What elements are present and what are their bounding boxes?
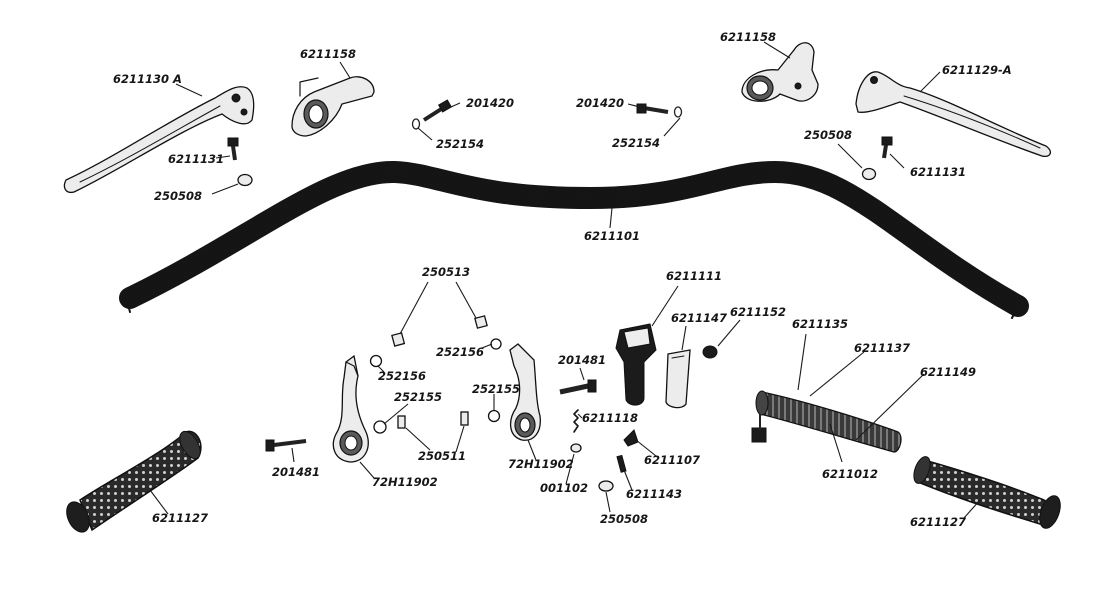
label-lever-right: 6211129-A — [942, 63, 1012, 77]
label-grip-sleeve: 6211012 — [822, 467, 878, 481]
washer-a — [369, 354, 383, 368]
right-bracket — [509, 343, 541, 441]
washer-left-top — [411, 118, 421, 130]
label-grip-right: 6211127 — [910, 515, 966, 529]
nut-pair-left — [391, 332, 406, 347]
nut-pair-right — [474, 315, 488, 329]
right-lever — [855, 71, 1051, 158]
label-throttle-body: 6211111 — [666, 269, 722, 283]
cap — [702, 345, 718, 359]
label-bushing: 250511 — [418, 449, 466, 463]
label-clamp-right: 6211158 — [720, 30, 776, 44]
label-washer-left-top: 252154 — [436, 137, 484, 151]
bolt-left-top — [422, 99, 453, 122]
bolt-lower-left — [265, 439, 307, 452]
label-bolt-left-top: 201420 — [466, 96, 514, 110]
screw-left — [227, 137, 239, 161]
throttle-body — [615, 323, 657, 406]
label-grip-left: 6211127 — [152, 511, 208, 525]
right-clamp — [741, 42, 819, 102]
label-spring: 6211118 — [582, 411, 638, 425]
screw-small — [570, 443, 582, 453]
label-cap: 6211152 — [730, 305, 786, 319]
spring — [573, 409, 579, 433]
label-nut-pair: 250513 — [422, 265, 470, 279]
left-grip — [66, 430, 202, 533]
washer-c — [373, 420, 387, 434]
label-small-part: 6211107 — [644, 453, 700, 467]
handlebar — [119, 160, 1029, 319]
right-grip — [913, 456, 1061, 529]
leader-lines — [149, 41, 981, 519]
label-bolt-lower-mid: 201481 — [558, 353, 606, 367]
pin — [616, 454, 627, 473]
nut-bottom — [598, 480, 614, 492]
label-pin: 6211143 — [626, 487, 682, 501]
label-nut-left: 250508 — [154, 189, 202, 203]
label-cable-c: 6211149 — [920, 365, 976, 379]
label-screw-right: 6211131 — [910, 165, 966, 179]
nut-left — [237, 173, 253, 187]
label-bolt-mid-top: 201420 — [576, 96, 624, 110]
bushing-left — [397, 415, 406, 429]
label-throttle-part: 6211147 — [671, 311, 727, 325]
label-nut-bottom: 250508 — [600, 512, 648, 526]
bushing-right — [460, 411, 469, 426]
label-bolt-lower-left: 201481 — [272, 465, 320, 479]
left-clamp — [291, 76, 375, 137]
grip-sleeve — [751, 390, 902, 453]
label-handlebar: 6211101 — [584, 229, 640, 243]
throttle-part — [665, 349, 691, 409]
left-lever — [63, 86, 255, 194]
bolt-mid-top — [636, 103, 669, 114]
label-washer-d: 252155 — [472, 382, 520, 396]
left-bracket — [332, 354, 369, 463]
washer-d — [487, 409, 501, 423]
label-cable-a: 6211135 — [792, 317, 848, 331]
bolt-lower-mid — [559, 379, 597, 395]
label-washer-a: 252156 — [378, 369, 426, 383]
label-screw-left: 6211131 — [168, 152, 224, 166]
label-lever-left: 6211130 A — [113, 72, 182, 86]
label-washer-c: 252155 — [394, 390, 442, 404]
label-bracket-right: 72H11902 — [508, 457, 574, 471]
label-clamp-left: 6211158 — [300, 47, 356, 61]
label-screw-small: 001102 — [540, 481, 588, 495]
label-washer-b: 252156 — [436, 345, 484, 359]
nut-right — [861, 167, 877, 181]
washer-mid-top — [673, 106, 683, 118]
label-cable-b: 6211137 — [854, 341, 910, 355]
label-washer-mid-top: 252154 — [612, 136, 660, 150]
small-part — [623, 429, 639, 447]
screw-right — [881, 136, 893, 159]
label-nut-right: 250508 — [804, 128, 852, 142]
label-bracket-left: 72H11902 — [372, 475, 438, 489]
washer-b — [490, 338, 502, 350]
